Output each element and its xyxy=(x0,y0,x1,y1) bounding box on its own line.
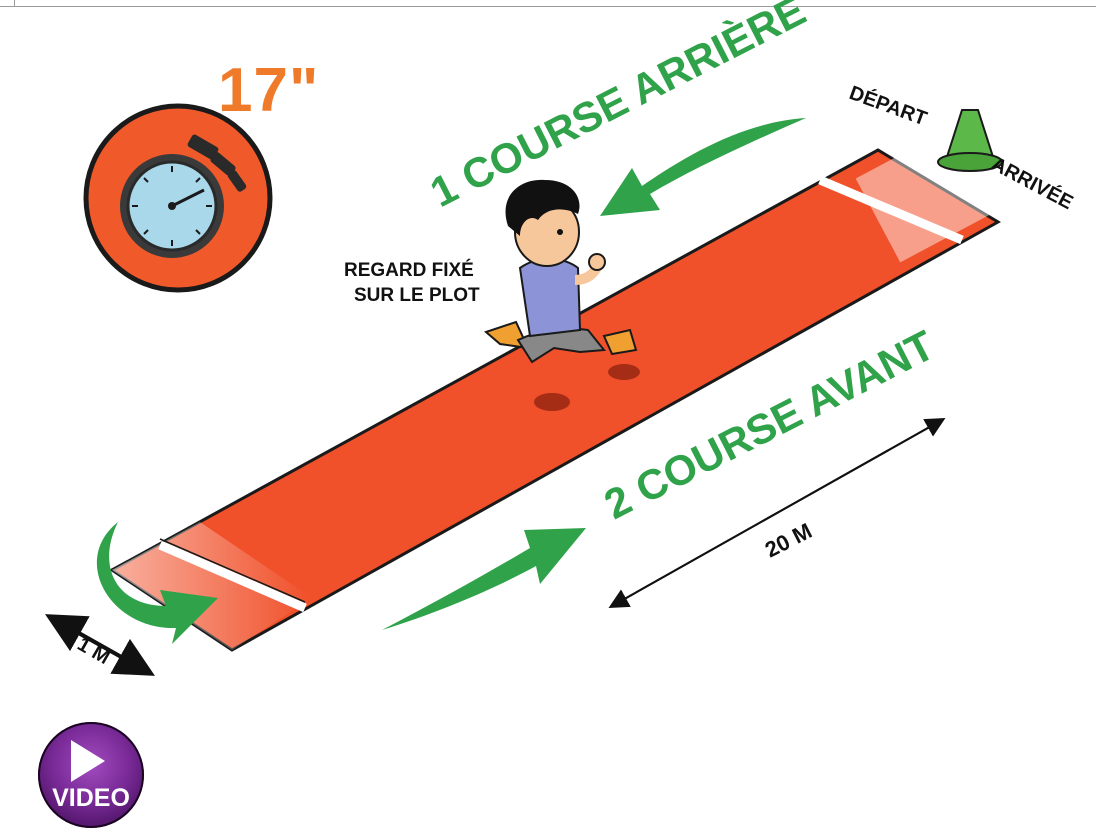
video-label: VIDEO xyxy=(38,784,144,813)
play-icon xyxy=(71,740,105,782)
dimension-20m-arrow-back xyxy=(612,420,942,606)
label-regard-line1: REGARD FIXÉ xyxy=(344,259,474,281)
label-regard-line2: SUR LE PLOT xyxy=(354,285,480,306)
label-course-arriere: 1 COURSE ARRIÈRE xyxy=(423,0,813,216)
video-play-button[interactable]: VIDEO xyxy=(38,722,144,828)
backward-arrow xyxy=(600,118,806,216)
stopwatch-icon xyxy=(86,106,270,290)
label-distance-20m: 20 M xyxy=(761,518,816,562)
label-depart: DÉPART xyxy=(846,81,930,130)
label-distance-1m: 1 M xyxy=(74,633,114,669)
